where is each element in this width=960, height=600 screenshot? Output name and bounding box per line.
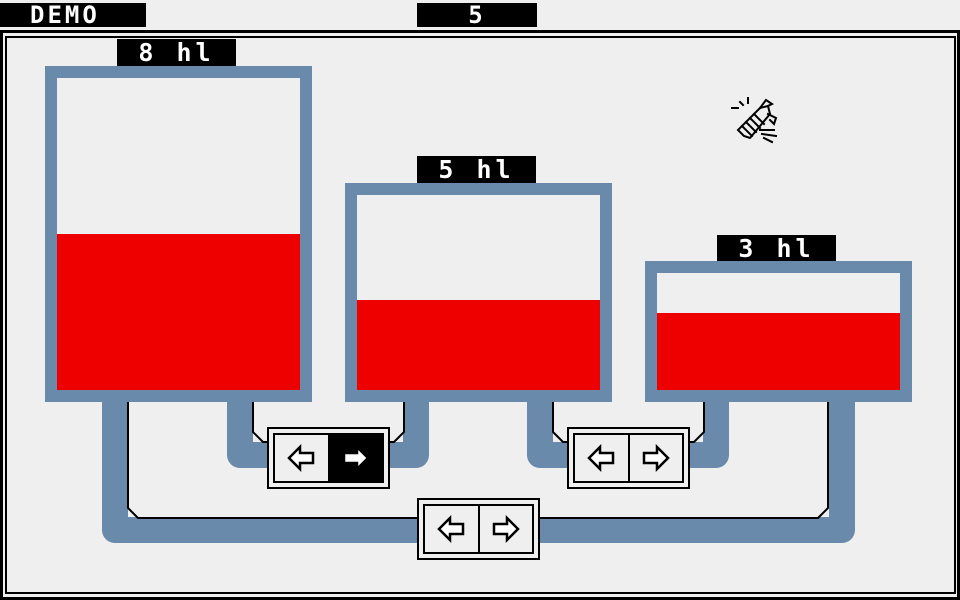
tank-3hl-interior: [657, 273, 900, 390]
tank-5-label: 5 hl: [417, 156, 536, 183]
tank-8hl-liquid: [57, 234, 300, 390]
arrow-left-icon: [587, 444, 615, 472]
valve-5-3-left-button[interactable]: [573, 433, 630, 483]
bee-icon: [731, 97, 778, 144]
tank-3hl[interactable]: [645, 261, 912, 402]
inner-frame: [5, 36, 956, 594]
valve-5-3: [567, 427, 690, 489]
valve-8-5-right-button[interactable]: [329, 433, 384, 483]
arrow-left-icon: [287, 444, 315, 472]
valve-8-3-right-button[interactable]: [479, 504, 534, 554]
arrow-right-icon: [492, 515, 520, 543]
arrow-right-icon: [342, 444, 370, 472]
game-title: DEMO: [0, 3, 146, 27]
tank-3hl-liquid: [657, 312, 900, 390]
valve-8-3: [417, 498, 540, 560]
tank-5hl-interior: [357, 195, 600, 390]
move-counter: 5: [417, 3, 537, 27]
tank-8hl-interior: [57, 78, 300, 390]
valve-8-3-left-button[interactable]: [423, 504, 480, 554]
valve-8-5-left-button[interactable]: [273, 433, 330, 483]
tank-8hl[interactable]: [45, 66, 312, 402]
arrow-right-icon: [642, 444, 670, 472]
arrow-left-icon: [437, 515, 465, 543]
valve-8-5: [267, 427, 390, 489]
valve-5-3-right-button[interactable]: [629, 433, 684, 483]
outer-frame: [0, 30, 960, 600]
tank-5hl[interactable]: [345, 183, 612, 402]
tank-8-label: 8 hl: [117, 39, 236, 66]
tank-3-label: 3 hl: [717, 235, 836, 262]
tank-5hl-liquid: [357, 300, 600, 390]
